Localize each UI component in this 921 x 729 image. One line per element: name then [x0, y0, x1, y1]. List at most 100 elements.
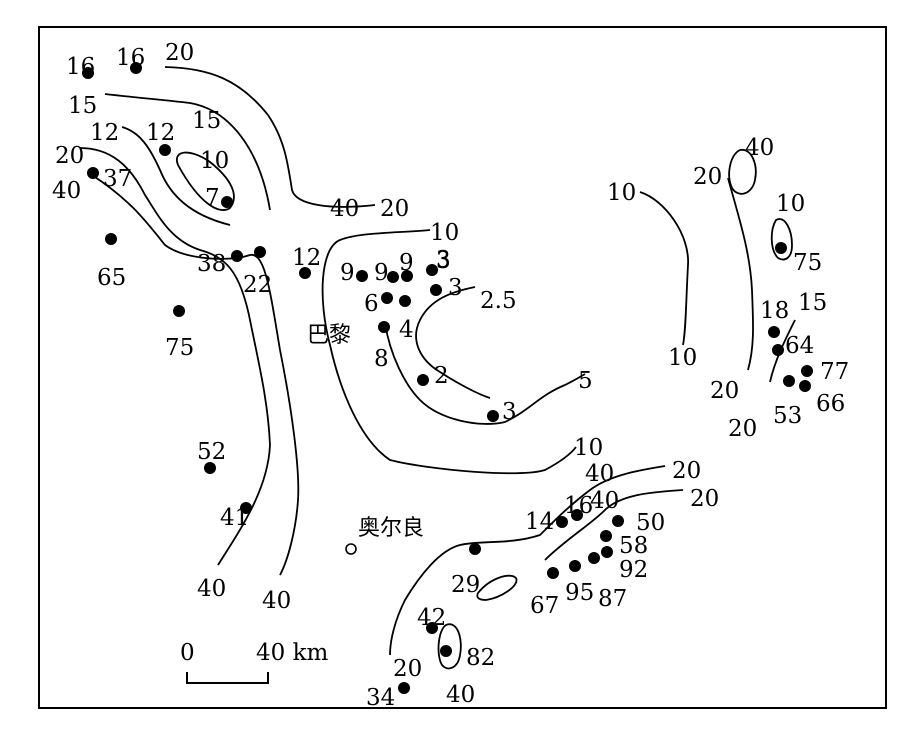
contour-value-label: 12 — [90, 120, 119, 146]
station-marker — [469, 543, 481, 555]
station-marker — [775, 242, 787, 254]
contour-line — [164, 66, 376, 208]
station-value-label: 38 — [197, 251, 226, 277]
station-value-label: 50 — [636, 510, 665, 536]
station-value-label: 64 — [785, 333, 814, 359]
station-value-label: 82 — [466, 645, 495, 671]
contour-line — [544, 489, 684, 561]
contour-value-label: 5 — [578, 368, 593, 394]
station-marker — [299, 267, 311, 279]
contour-line — [389, 465, 666, 656]
station-marker — [240, 502, 252, 514]
contour-value-label: 10 — [776, 191, 805, 217]
contour-value-label: 40 — [197, 576, 226, 602]
station-value-label: 66 — [816, 391, 845, 417]
station-marker — [768, 326, 780, 338]
station-value-label: 42 — [417, 605, 446, 631]
contour-value-label: 20 — [690, 486, 719, 512]
station-marker — [556, 516, 568, 528]
contour-line — [727, 177, 754, 371]
city-label-paris: 巴黎 — [307, 323, 351, 348]
contour-line — [437, 623, 462, 670]
contour-value-label: 10 — [607, 180, 636, 206]
contour-value-label: 10 — [668, 345, 697, 371]
contour-value-label: 15 — [798, 290, 827, 316]
station-marker — [221, 196, 233, 208]
station-value-label: 52 — [197, 439, 226, 465]
contour-line — [476, 574, 518, 601]
contour-value-label: 20 — [55, 143, 84, 169]
contour-line — [321, 229, 577, 475]
contour-value-label: 40 — [590, 488, 619, 514]
station-marker — [569, 560, 581, 572]
station-marker — [173, 305, 185, 317]
contour-line — [79, 147, 271, 566]
contour-lines — [79, 66, 796, 670]
contour-value-label: 20 — [672, 458, 701, 484]
contour-value-label: 10 — [574, 435, 603, 461]
station-value-label: 34 — [366, 685, 395, 711]
station-value-label: 7 — [205, 185, 220, 211]
contour-line — [728, 149, 757, 195]
station-marker — [204, 462, 216, 474]
station-marker — [130, 62, 142, 74]
station-value-label: 92 — [619, 557, 648, 583]
map-frame — [38, 26, 887, 709]
station-marker — [399, 295, 411, 307]
station-value-label: 41 — [220, 505, 249, 531]
station-marker — [440, 645, 452, 657]
station-marker — [783, 375, 795, 387]
station-marker — [159, 144, 171, 156]
station-marker — [799, 380, 811, 392]
station-marker — [426, 622, 438, 634]
contour-value-label: 20 — [380, 196, 409, 222]
station-value-label: 58 — [619, 533, 648, 559]
station-marker — [588, 552, 600, 564]
station-marker — [417, 374, 429, 386]
contour-line — [770, 218, 793, 261]
contour-value-label: 40 — [745, 135, 774, 161]
station-marker — [801, 365, 813, 377]
station-value-label: 12 — [292, 245, 321, 271]
contour-value-label: 20 — [693, 164, 722, 190]
station-marker — [398, 682, 410, 694]
station-value-label: 8 — [374, 346, 389, 372]
station-value-label: 75 — [165, 335, 194, 361]
contour-line — [91, 174, 300, 576]
contour-labels: 20151512102040201032.5105102020401015204… — [52, 40, 827, 708]
station-marker — [82, 67, 94, 79]
station-value-label: 75 — [793, 250, 822, 276]
station-value-label: 16 — [564, 493, 593, 519]
contour-value-label: 40 — [446, 682, 475, 708]
station-value-label: 3 — [502, 399, 517, 425]
contour-value-label: 40 — [330, 196, 359, 222]
contour-line — [175, 151, 235, 211]
scale-bar-line — [186, 672, 269, 684]
station-value-label: 12 — [146, 120, 175, 146]
city-paris: 巴黎 — [307, 323, 351, 348]
station-marker — [430, 284, 442, 296]
station-marker — [254, 246, 266, 258]
station-value-label: 4 — [399, 317, 414, 343]
station-marker — [547, 567, 559, 579]
station-marker — [600, 530, 612, 542]
station-marker — [426, 264, 438, 276]
contour-value-label: 20 — [710, 378, 739, 404]
station-value-label: 53 — [773, 403, 802, 429]
contour-value-label: 2.5 — [480, 288, 517, 314]
contour-value-label: 40 — [52, 178, 81, 204]
station-value-label: 6 — [364, 291, 379, 317]
city-marker-orleans — [345, 543, 357, 555]
station-marker — [105, 233, 117, 245]
contour-line — [104, 93, 271, 211]
station-marker — [612, 515, 624, 527]
station-value-label: 2 — [434, 363, 449, 389]
station-value-label: 77 — [820, 359, 849, 385]
station-marker — [356, 270, 368, 282]
scale-bar-end-label: 40 km — [256, 640, 329, 666]
contour-value-label: 20 — [728, 416, 757, 442]
station-value-label: 3 — [448, 275, 463, 301]
station-value-label: 3 — [436, 247, 451, 273]
